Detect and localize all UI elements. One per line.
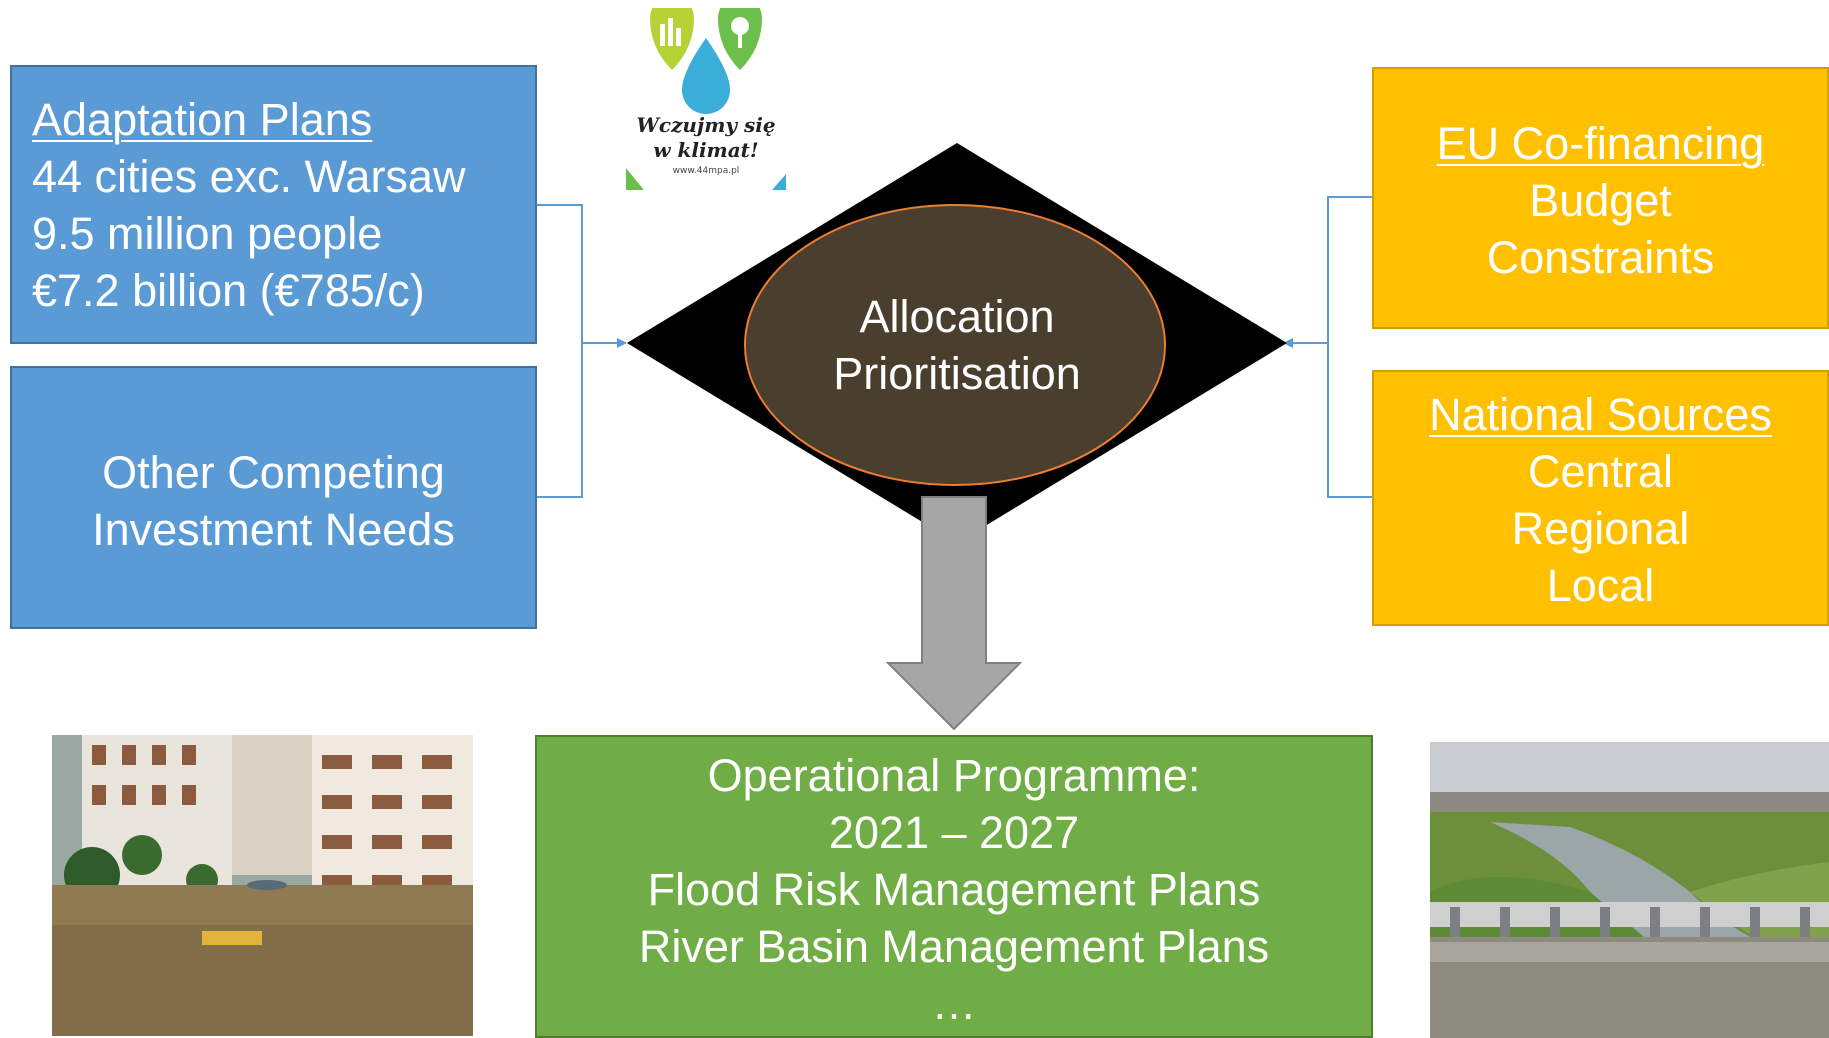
adaptation-line-cities: 44 cities exc. Warsaw xyxy=(32,151,466,202)
eu-line-constraints: Constraints xyxy=(1486,232,1715,283)
national-sources-box: National Sources Central Regional Local xyxy=(1372,370,1829,626)
adaptation-line-budget: €7.2 billion (€785/c) xyxy=(32,265,425,316)
center-line-2: Prioritisation xyxy=(833,348,1081,399)
campaign-logo: Wczujmy się w klimat! www.44mpa.pl xyxy=(626,0,786,190)
adaptation-plans-title: Adaptation Plans xyxy=(32,94,373,145)
op-line-ellipsis: … xyxy=(931,978,977,1029)
water-drop-icon xyxy=(682,38,730,114)
op-line-period: 2021 – 2027 xyxy=(828,807,1080,858)
eu-cofinancing-title: EU Co-financing xyxy=(1436,118,1765,169)
adaptation-plans-box: Adaptation Plans 44 cities exc. Warsaw 9… xyxy=(10,65,537,344)
national-sources-title: National Sources xyxy=(1429,389,1772,440)
competing-line-2: Investment Needs xyxy=(92,504,455,555)
logo-text-line2: w klimat! xyxy=(653,138,759,162)
allocation-ellipse xyxy=(744,204,1166,486)
river-dam-photo-image xyxy=(1430,742,1829,1038)
national-line-regional: Regional xyxy=(1511,503,1690,554)
competing-line-1: Other Competing xyxy=(102,447,445,498)
op-line-title: Operational Programme: xyxy=(707,750,1201,801)
logo-url: www.44mpa.pl xyxy=(672,166,740,176)
eu-line-budget: Budget xyxy=(1529,175,1672,226)
eu-cofinancing-box: EU Co-financing Budget Constraints xyxy=(1372,67,1829,329)
down-arrow xyxy=(885,496,1023,731)
flood-photo xyxy=(52,735,473,1036)
left-connector xyxy=(537,204,627,498)
national-line-local: Local xyxy=(1546,560,1655,611)
center-line-1: Allocation xyxy=(859,291,1054,342)
national-line-central: Central xyxy=(1527,446,1674,497)
logo-graphic xyxy=(626,0,786,190)
adaptation-line-people: 9.5 million people xyxy=(32,208,383,259)
op-line-river: River Basin Management Plans xyxy=(638,921,1270,972)
flood-photo-image xyxy=(52,735,473,1036)
river-dam-photo xyxy=(1430,742,1829,1038)
op-line-flood: Flood Risk Management Plans xyxy=(647,864,1261,915)
operational-programme-box: Operational Programme: 2021 – 2027 Flood… xyxy=(535,735,1373,1038)
right-connector xyxy=(1283,196,1372,498)
logo-text-line1: Wczujmy się xyxy=(636,113,776,137)
competing-needs-box: Other Competing Investment Needs xyxy=(10,366,537,629)
